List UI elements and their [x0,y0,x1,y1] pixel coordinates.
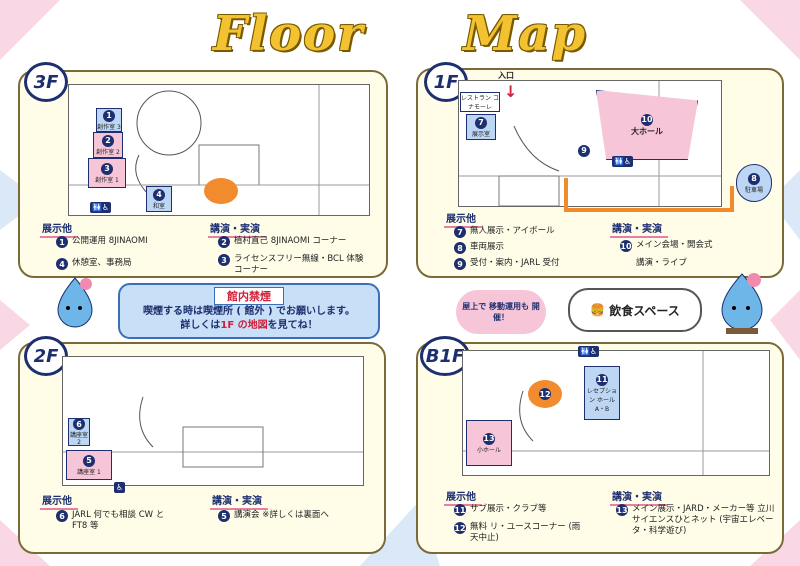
room-1f-9: 9 [578,138,590,157]
room-1f-restaurant: レストラン コナモーレ [460,92,500,112]
exhibit-head-2f: 展示他 [40,492,78,510]
restroom-icon-b1f: 🚻♿ [578,346,600,357]
lecture-head-2f: 講演・実演 [210,492,268,510]
notice-head: 館内禁煙 [214,287,284,305]
restroom-icon-1f: 🚻♿ [612,156,634,167]
floorplan-b1f-lines [463,351,769,475]
mascot-right [712,270,772,340]
notice-line1: 喫煙する時は喫煙所 ( 館外 ) でお願いします。 [142,306,356,317]
page-title: Floor Map [0,6,800,62]
restroom-icon-2f: ♿ [114,482,126,493]
floorplan-2f-lines [63,396,363,468]
mascot-left [50,276,100,330]
lecture-head-b1f: 講演・実演 [610,488,668,506]
map-2f [62,356,364,486]
room-b1f-12: 12 [528,380,562,408]
parking-route [564,178,734,212]
no-smoking-notice: 館内禁煙 喫煙する時は喫煙所 ( 館外 ) でお願いします。 詳しくは1F の地… [118,283,380,339]
lecture-head-1f: 講演・実演 [610,220,668,238]
restroom-icon-3f: 🚻♿ [90,202,112,213]
entrance-label: 入口 [498,71,514,80]
lecture-head-3f: 講演・実演 [208,220,266,238]
entrance-arrow-icon: ↓ [504,82,518,101]
food-icon: 🍔 [590,303,606,317]
title-word-map: Map [463,6,588,62]
notice-line2: 詳しくは1F の地図を見てね！ [180,320,318,331]
lecture-1f-1: 講演・ライブ [636,258,688,268]
rooftop-bubble: 屋上で 移動運用も 開催！ [456,290,546,334]
title-word-floor: Floor [212,6,365,62]
food-space-cloud: 🍔 飲食スペース [568,288,702,332]
badge-3f: 3F [24,62,68,102]
food-label: 飲食スペース [609,303,680,318]
smoking-icon-3f [204,178,238,204]
